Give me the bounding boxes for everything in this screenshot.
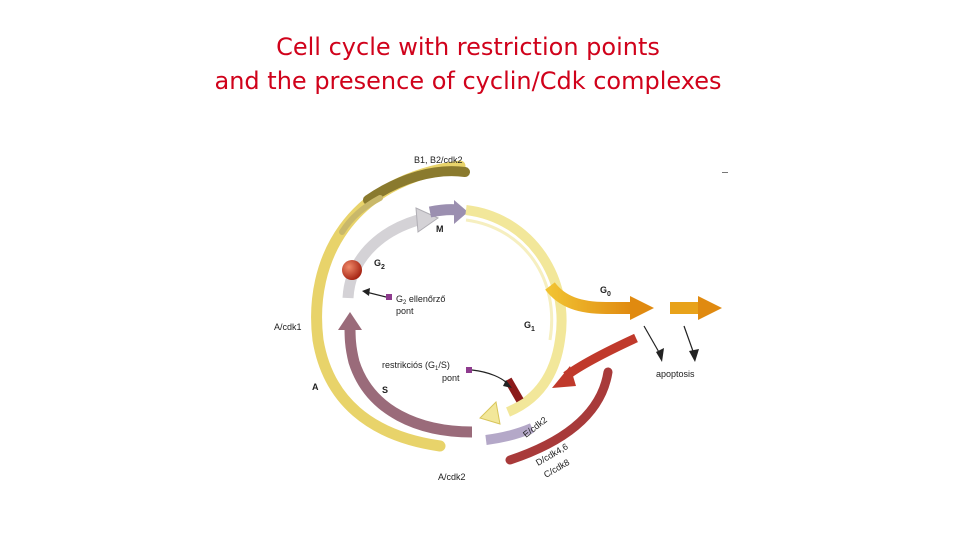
m-arrow (428, 204, 459, 218)
restriction-bar (504, 377, 524, 403)
label-restriction-line1: restrikciós (G1/S) (382, 360, 450, 372)
g2-arc (342, 214, 420, 299)
e-cdk2-arrowhead (552, 366, 576, 388)
g0-arrowhead-1 (630, 296, 654, 320)
label-m: M (436, 224, 444, 234)
label-g1: G1 (524, 320, 535, 333)
apoptosis-arrow-2 (683, 325, 695, 355)
label-s: S (382, 385, 388, 395)
label-a: A (312, 382, 319, 392)
g1-arc (465, 205, 567, 417)
g2-checkpoint-marker (386, 294, 392, 300)
e-cdk2-bottom-arc (485, 423, 534, 445)
restriction-arrow (471, 369, 509, 385)
title-line-2: and the presence of cyclin/Cdk complexes (214, 67, 722, 95)
d-cdk-arc (505, 367, 613, 465)
label-restriction-line2: pont (442, 373, 460, 383)
e-cdk2-arc (563, 333, 638, 380)
g1-arrowhead (479, 400, 501, 425)
g0-arrow-2-shaft (670, 302, 700, 314)
apoptosis-arrow-1 (643, 325, 661, 355)
g2-checkpoint-ball (342, 260, 362, 280)
label-g2-checkpoint-line2: pont (396, 306, 414, 316)
label-a-cdk1: A/cdk1 (274, 322, 302, 332)
title-line-1: Cell cycle with restriction points (276, 33, 660, 61)
label-g2: G2 (374, 258, 385, 271)
m-arrowhead (454, 200, 468, 224)
slide-title: Cell cycle with restriction points and t… (0, 30, 936, 98)
stray-dash (722, 172, 728, 173)
g1-inner-ring (465, 218, 554, 341)
label-b1-b2-cdk2: B1, B2/cdk2 (414, 155, 463, 165)
g2-arrowhead (415, 207, 440, 233)
s-arrowhead (338, 312, 362, 330)
label-g0: G0 (600, 285, 611, 298)
g0-arrowhead-2 (698, 296, 722, 320)
label-apoptosis: apoptosis (656, 369, 695, 379)
cell-cycle-diagram: B1, B2/cdk2 M G2 G2 ellenőrző pont G0 G1… (270, 140, 740, 500)
b-cdk2-light-arc (339, 195, 383, 235)
restriction-marker (466, 367, 472, 373)
b-cdk2-arc (363, 166, 470, 205)
label-a-cdk2: A/cdk2 (438, 472, 466, 482)
s-arc (344, 325, 473, 438)
label-g2-checkpoint-line1: G2 ellenőrző (396, 294, 445, 306)
g0-branch (545, 282, 632, 314)
